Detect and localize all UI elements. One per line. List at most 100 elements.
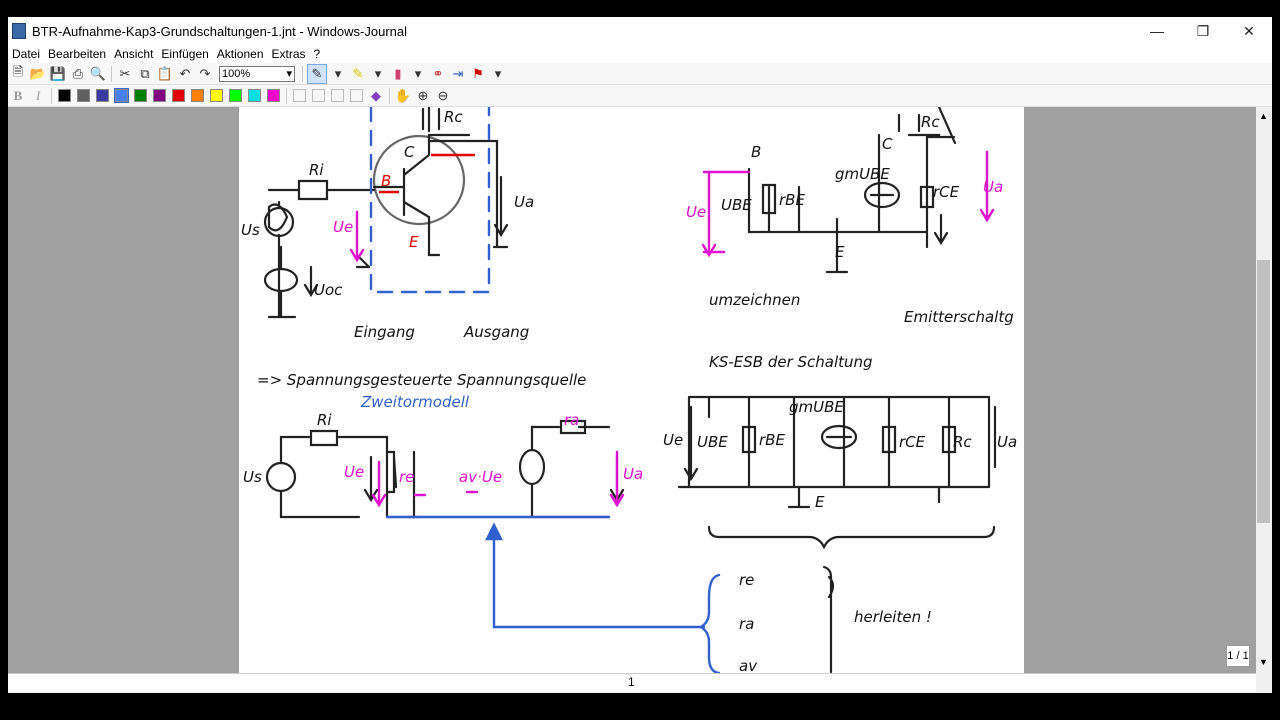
window-title: BTR-Aufnahme-Kap3-Grundschaltungen-1.jnt…: [32, 23, 408, 39]
zoom-in-icon[interactable]: ⊕: [417, 87, 429, 103]
label-us-bottom: Us: [243, 468, 262, 486]
label-ra-bottom: ra: [564, 411, 579, 429]
color-swatch[interactable]: [229, 89, 242, 102]
page-indicator: 1 / 1: [1226, 645, 1250, 667]
label-av-list: av: [739, 657, 758, 673]
find-icon[interactable]: 🔍: [89, 65, 107, 81]
color-swatch[interactable]: [210, 89, 223, 102]
italic-icon[interactable]: I: [35, 87, 41, 103]
menu-bearbeiten[interactable]: Bearbeiten: [48, 47, 107, 61]
pen-width-heavy-icon[interactable]: [350, 89, 363, 102]
vertical-scroll-thumb[interactable]: [1257, 260, 1270, 523]
label-ri: Ri: [309, 161, 324, 179]
label-b: B: [381, 172, 391, 190]
color-swatch[interactable]: [267, 89, 280, 102]
open-icon[interactable]: 📂: [29, 65, 47, 81]
menu-aktionen[interactable]: Aktionen: [216, 47, 264, 61]
color-swatch[interactable]: [58, 89, 71, 102]
zoom-value: 100%: [222, 67, 251, 80]
flag-icon[interactable]: ⚑: [472, 65, 484, 81]
label-sgsq: => Spannungsgesteuerte Spannungsquelle: [257, 371, 586, 389]
print-icon[interactable]: ⎙: [72, 65, 84, 81]
label-c-right: C: [882, 135, 893, 153]
journal-page[interactable]: Ri Rc C B E Ue Ua Us Uoc Eingang Ausgang…: [239, 107, 1024, 673]
menu-bar: Datei Bearbeiten Ansicht Einfügen Aktion…: [8, 45, 1272, 63]
color-swatch[interactable]: [134, 89, 147, 102]
pen-dropdown-icon[interactable]: ▾: [334, 65, 342, 81]
cut-icon[interactable]: ✂: [119, 65, 131, 81]
page-number: 1: [628, 675, 635, 689]
vertical-scrollbar[interactable]: ▲ ▼: [1256, 107, 1272, 691]
menu-einfuegen[interactable]: Einfügen: [161, 47, 209, 61]
color-swatch[interactable]: [114, 88, 129, 103]
color-swatch[interactable]: [191, 89, 204, 102]
paste-icon[interactable]: 📋: [156, 65, 174, 81]
label-ue-right: Ue: [686, 203, 706, 221]
label-rc-ksesb: Rc: [953, 433, 972, 451]
minimize-button[interactable]: —: [1150, 23, 1164, 39]
title-bar[interactable]: BTR-Aufnahme-Kap3-Grundschaltungen-1.jnt…: [8, 17, 1272, 45]
label-ksesb: KS-ESB der Schaltung: [709, 353, 873, 371]
label-rc: Rc: [444, 108, 463, 126]
menu-datei[interactable]: Datei: [12, 47, 41, 61]
pen-icon[interactable]: ✎: [307, 63, 327, 84]
highlighter-dropdown-icon[interactable]: ▾: [374, 65, 382, 81]
label-re-list: re: [739, 571, 754, 589]
format-toolbar: B I ◆ ✋ ⊕ ⊖: [8, 85, 1272, 107]
color-swatch[interactable]: [248, 89, 261, 102]
insert-space-icon[interactable]: ⇥: [452, 65, 464, 81]
label-b-right: B: [751, 143, 761, 161]
label-ri-bottom: Ri: [317, 411, 332, 429]
label-rce-ksesb: rCE: [899, 433, 926, 451]
menu-extras[interactable]: Extras: [271, 47, 306, 61]
label-ua-ksesb: Ua: [997, 433, 1017, 451]
app-window: BTR-Aufnahme-Kap3-Grundschaltungen-1.jnt…: [8, 17, 1272, 693]
toolbar-separator: [111, 65, 112, 82]
toolbar-separator: [286, 87, 287, 104]
pan-hand-icon[interactable]: ✋: [394, 87, 412, 103]
pen-width-fine-icon[interactable]: [293, 89, 306, 102]
label-e-ksesb: E: [815, 493, 825, 511]
bold-icon[interactable]: B: [13, 87, 23, 103]
lasso-icon[interactable]: ⚭: [432, 65, 444, 81]
color-picker-icon[interactable]: ◆: [371, 87, 381, 103]
label-ue-bottom: Ue: [344, 463, 364, 481]
zoom-select[interactable]: 100% ▾: [219, 65, 295, 82]
toolbar-separator: [389, 87, 390, 104]
highlighter-icon[interactable]: ✎: [352, 65, 364, 81]
color-swatch[interactable]: [153, 89, 166, 102]
scroll-down-icon[interactable]: ▼: [1259, 657, 1268, 667]
eraser-icon[interactable]: ▮: [394, 65, 402, 81]
redo-icon[interactable]: ↷: [199, 65, 211, 81]
copy-icon[interactable]: ⧉: [140, 65, 150, 81]
scroll-up-icon[interactable]: ▲: [1259, 111, 1268, 121]
menu-help[interactable]: ?: [313, 47, 321, 61]
undo-icon[interactable]: ↶: [179, 65, 191, 81]
label-emitterschaltung: Emitterschaltg: [904, 308, 1014, 326]
new-note-icon[interactable]: 🗎: [12, 63, 24, 79]
note-canvas[interactable]: Ri Rc C B E Ue Ua Us Uoc Eingang Ausgang…: [8, 107, 1256, 673]
chevron-down-icon: ▾: [286, 68, 292, 80]
journal-app-icon: [12, 23, 26, 39]
label-rce-right: rCE: [933, 183, 960, 201]
color-swatch[interactable]: [96, 89, 109, 102]
label-eingang: Eingang: [354, 323, 415, 341]
restore-button[interactable]: ❐: [1196, 22, 1210, 39]
color-swatch[interactable]: [77, 89, 90, 102]
flag-dropdown-icon[interactable]: ▾: [494, 65, 502, 81]
eraser-dropdown-icon[interactable]: ▾: [414, 65, 422, 81]
label-ue-top: Ue: [333, 218, 353, 236]
label-ube-ksesb: UBE: [697, 433, 728, 451]
save-icon[interactable]: 💾: [49, 65, 67, 81]
color-palette: [55, 88, 283, 103]
handwritten-ink: Ri Rc C B E Ue Ua Us Uoc Eingang Ausgang…: [241, 107, 1017, 673]
zoom-out-icon[interactable]: ⊖: [437, 87, 449, 103]
menu-ansicht[interactable]: Ansicht: [114, 47, 154, 61]
toolbar-separator: [302, 65, 303, 82]
label-ube-right: UBE: [721, 196, 752, 214]
color-swatch[interactable]: [172, 89, 185, 102]
pen-width-thick-icon[interactable]: [331, 89, 344, 102]
close-button[interactable]: ✕: [1243, 22, 1255, 39]
label-uoc: Uoc: [314, 281, 343, 299]
pen-width-medium-icon[interactable]: [312, 89, 325, 102]
